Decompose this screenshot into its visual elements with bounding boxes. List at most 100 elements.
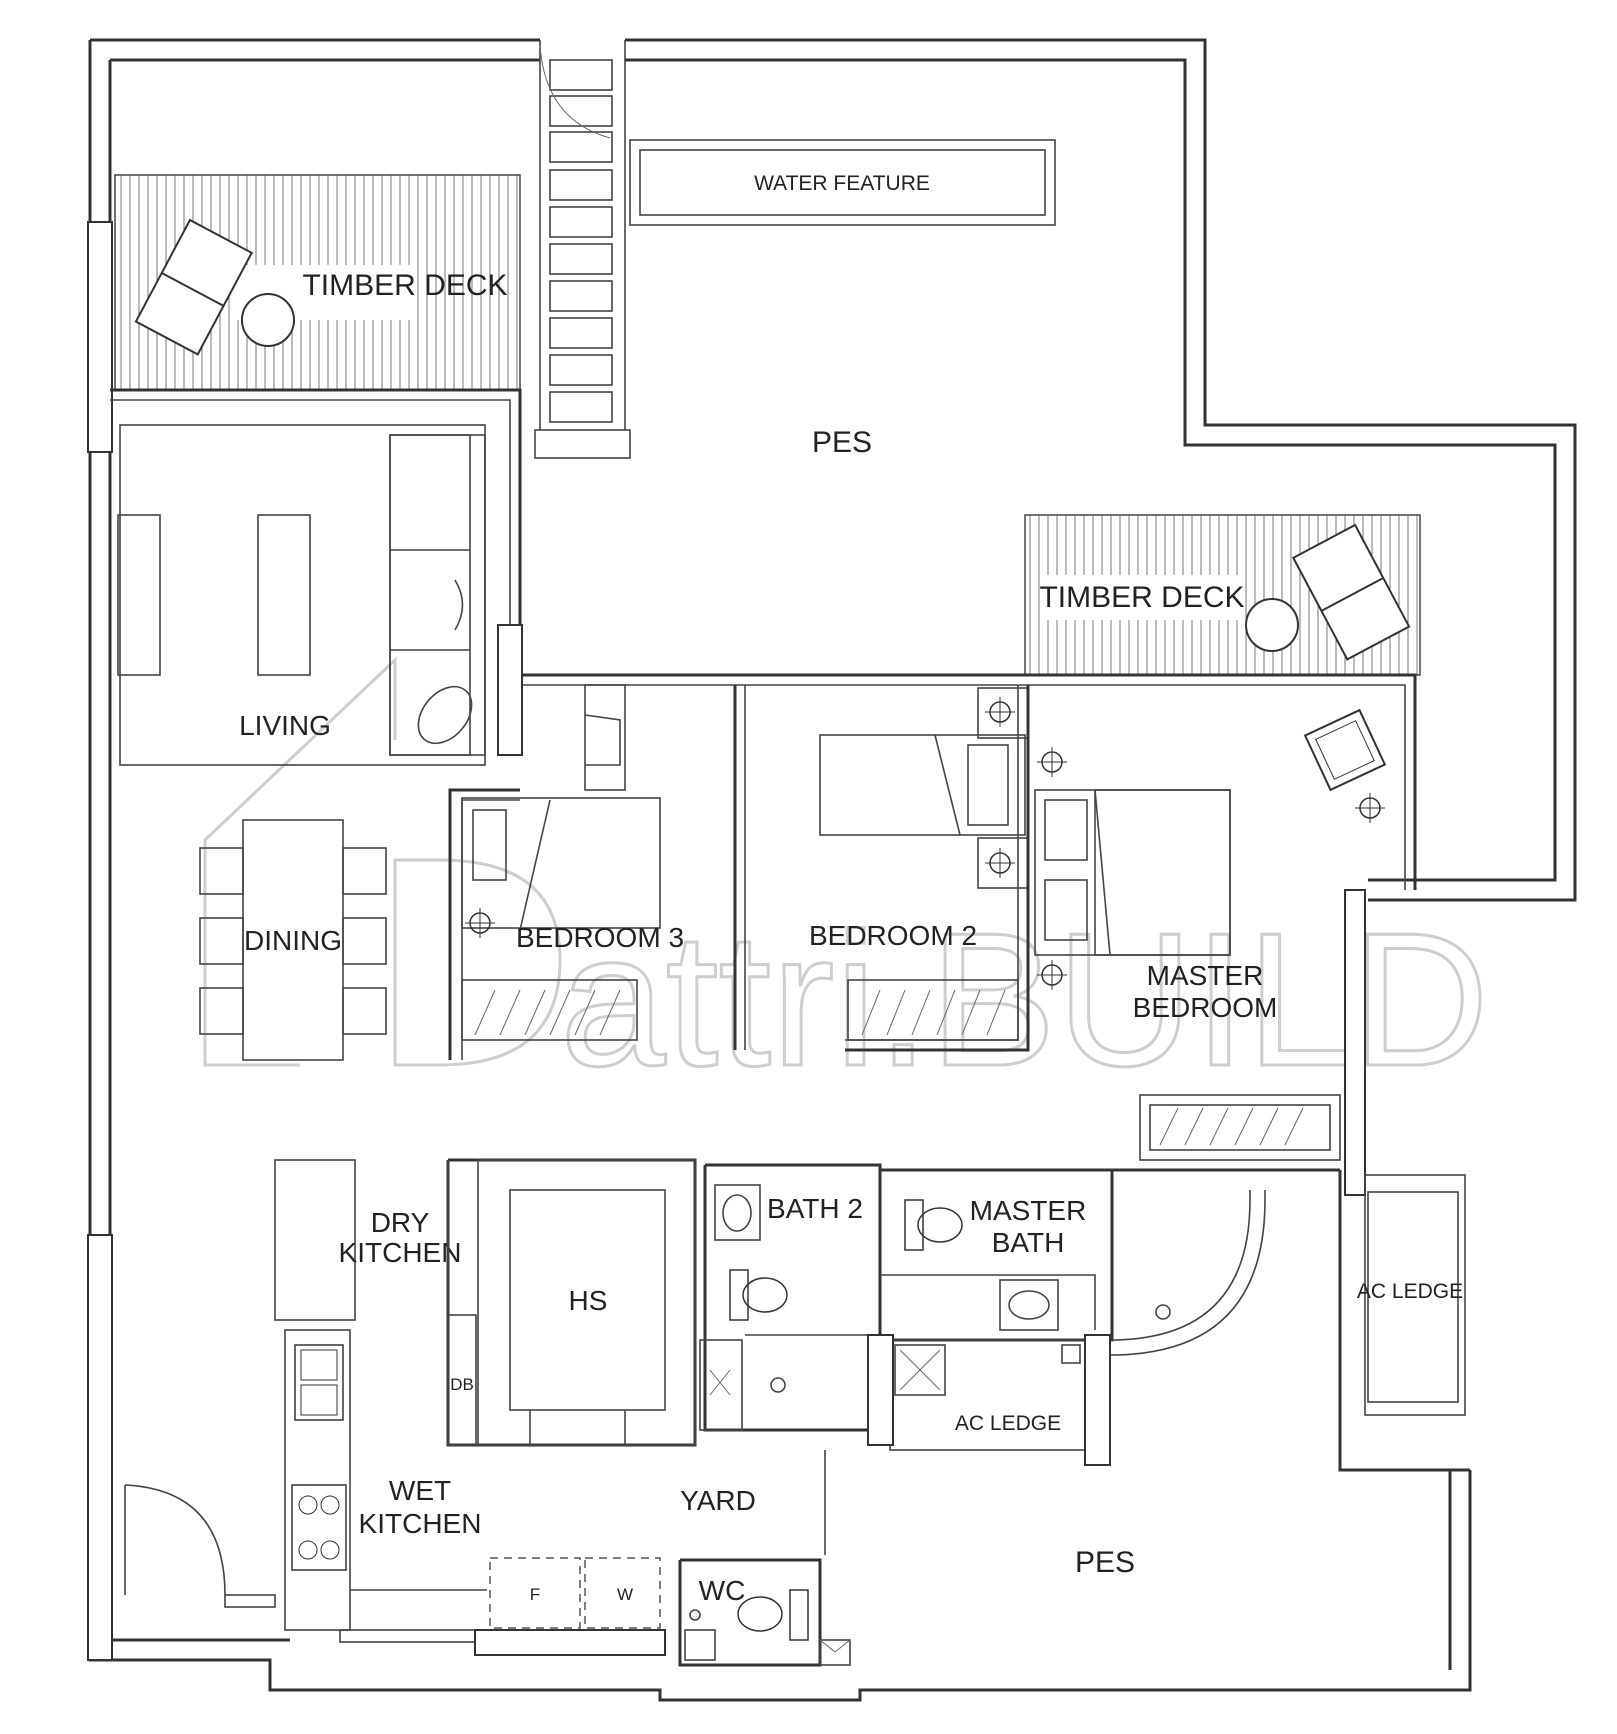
timber-deck-right: TIMBER DECK [1024,514,1421,676]
wc: WC [678,1558,851,1667]
timber-deck-top: TIMBER DECK [110,174,522,675]
lamp-icon [985,848,1015,878]
bedroom-2-bed [819,734,1026,836]
household-shelter: HS DB [446,1158,697,1447]
dining-label: DINING [244,925,342,956]
bedroom-2: BEDROOM 2 [809,685,1030,1052]
pillow [472,809,507,881]
living-door-frame [497,624,523,756]
garden-gate [539,44,611,139]
master-bed-frame [1034,789,1231,956]
armchair-icon [1303,708,1387,792]
shower-screen [1109,1190,1251,1341]
dry-kitchen-counter [274,1159,356,1321]
distribution-board [447,1314,477,1446]
dining-chair [199,847,244,895]
master-bath-label-2: BATH [992,1227,1065,1258]
living-label: LIVING [239,710,331,741]
db-label: DB [450,1375,474,1394]
pes-top-label: PES [812,426,872,459]
timber-deck-label-1: TIMBER DECK [302,269,507,302]
bath-2-label: BATH 2 [767,1193,863,1224]
living-window [87,221,113,453]
dining-chair [342,917,387,965]
wet-kitchen-label-2: KITCHEN [359,1508,482,1539]
water-feature-label: WATER FEATURE [754,172,930,195]
coffee-table [257,514,311,676]
side-table-icon [241,293,295,347]
deck-chair-icon [134,218,254,356]
dining-chair [199,987,244,1035]
ac-ledge-mid: AC LEDGE [867,1334,1111,1466]
master-bedroom-label-1: MASTER [1147,960,1264,991]
wardrobe [461,979,638,1041]
outer-walls [87,38,1577,1702]
master-bedroom: MASTER BEDROOM [1034,708,1387,1172]
ac-ledge-right-label: AC LEDGE [1357,1280,1463,1303]
dry-kitchen-label-2: KITCHEN [339,1237,462,1268]
entrance-door [124,1484,276,1608]
bedroom-3-bed [461,797,661,929]
pes-bottom-label: PES [1075,1546,1135,1579]
toilet-icon [729,1269,788,1321]
basin-icon [999,1279,1059,1331]
entrance-window [87,1234,113,1661]
master-wardrobe [1139,1094,1341,1161]
master-bedroom-label-2: BEDROOM [1133,992,1278,1023]
timber-deck-label-2: TIMBER DECK [1039,581,1244,614]
lamp-icon [1355,793,1385,823]
dry-kitchen: DRY KITCHEN [274,1159,462,1321]
water-feature: WATER FEATURE [629,139,1056,226]
bedroom-3: BEDROOM 3 [448,684,684,1060]
dining-area: DINING [199,819,387,1061]
fridge-label: F [530,1585,540,1604]
bedroom-2-label: BEDROOM 2 [809,920,977,951]
lamp-icon [465,908,495,938]
lamp-icon [985,697,1015,727]
pillow [967,744,1009,826]
wet-kitchen-label-1: WET [389,1475,451,1506]
stair-steps [534,40,631,459]
pillow [1044,799,1088,861]
bath-2: BATH 2 [699,1163,882,1432]
master-bath-label-1: MASTER [970,1195,1087,1226]
sink-icon [294,1344,344,1421]
master-bath: MASTER BATH [880,1168,1266,1356]
bedroom-window [1344,889,1366,1196]
basin-icon [714,1184,761,1241]
basin-icon [684,1629,716,1661]
shower-icon [699,1339,743,1431]
desk [584,684,626,791]
wet-kitchen-counter [284,1329,351,1631]
tv-console [117,514,161,676]
washer-label: W [617,1585,633,1604]
yard-label: YARD [680,1485,756,1516]
dry-kitchen-label-1: DRY [371,1207,430,1238]
wet-kitchen: WET KITCHEN [284,1329,487,1643]
watermark-text: attri.BUILD [560,894,1489,1106]
toilet-icon [737,1589,809,1641]
cushion-icon [454,579,464,631]
bedroom-3-label: BEDROOM 3 [516,922,684,953]
yard: YARD F W [474,1450,826,1656]
ac-ledge-mid-label: AC LEDGE [955,1412,1061,1435]
toilet-icon [904,1199,963,1251]
cushion-icon [417,685,473,745]
dining-chair [342,847,387,895]
wc-label: WC [699,1575,746,1606]
watermark: attri.BUILD [203,656,1491,1108]
lamp-icon [1037,747,1067,777]
living-room: LIVING [117,424,486,766]
floor-trap-icon [819,1639,851,1666]
stove-icon [291,1484,347,1571]
pillow [1044,879,1088,941]
side-table-icon [1245,598,1299,652]
deck-chair-icon [1291,523,1411,661]
dining-chair [199,917,244,965]
lamp-icon [1037,960,1067,990]
ac-ledge-right: AC LEDGE [1357,1174,1466,1416]
hs-label: HS [569,1285,608,1316]
shower-icon [894,1344,946,1396]
dining-chair [342,987,387,1035]
